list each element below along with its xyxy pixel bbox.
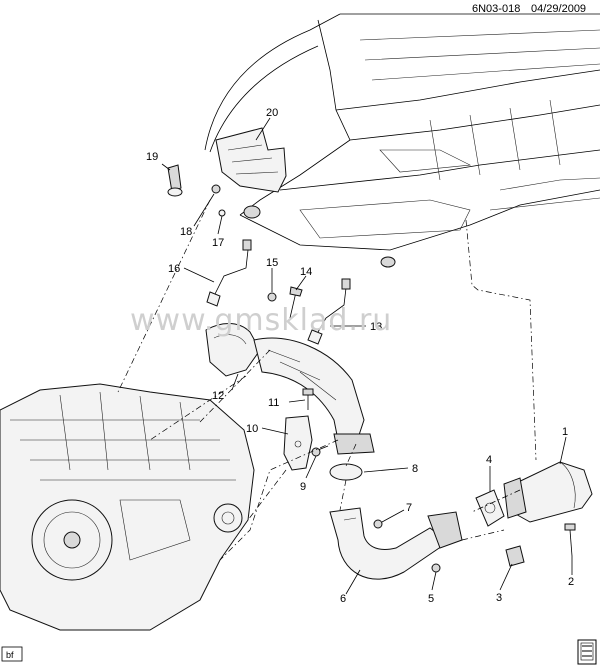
catalytic-converter-1 [503,461,593,523]
callout-4: 4 [486,454,492,466]
nut-15 [267,292,277,302]
bolt-19 [167,164,183,197]
callout-20: 20 [266,107,278,119]
callout-13: 13 [370,321,382,333]
callout-10: 10 [246,423,258,435]
callout-labels: 1 2 3 4 5 6 7 8 9 10 11 12 13 14 15 16 1… [146,107,574,605]
callout-12: 12 [212,390,224,402]
nut-18 [211,184,221,194]
callout-18: 18 [180,226,192,238]
callout-17: 17 [212,237,224,249]
reference-lines [117,199,537,561]
callout-11: 11 [268,397,279,409]
heat-shield [215,127,287,193]
diagram-date: 04/29/2009 [531,3,586,15]
callout-15: 15 [266,257,278,269]
leader-lines [161,117,573,595]
bolt-11 [302,388,314,410]
watermark: www.gmsklad.ru [130,303,392,338]
callout-8: 8 [412,463,418,475]
callout-1: 1 [562,426,568,438]
clip-17 [218,209,226,217]
seal-3 [505,545,525,567]
callout-14: 14 [300,266,312,278]
engine-assembly [0,383,255,631]
footer-tag: bf [1,646,23,662]
callout-19: 19 [146,151,158,163]
gasket-8 [329,463,363,481]
callout-9: 9 [300,481,306,493]
front-pipe-6 [329,507,463,580]
footer-tag-text: bf [6,650,14,660]
callout-2: 2 [568,576,574,588]
gasket-4 [475,489,505,527]
vehicle-underbody [204,13,600,268]
callout-5: 5 [428,593,434,605]
exhaust-manifold-12 [205,323,375,455]
callout-7: 7 [406,502,412,514]
callout-3: 3 [496,592,502,604]
bolt-7 [373,519,383,529]
diagram-code: 6N03-018 [472,3,520,15]
callout-6: 6 [340,593,346,605]
nut-5 [431,563,441,573]
oxygen-sensor-13 [307,278,351,345]
stud-14 [289,286,303,319]
callout-16: 16 [168,263,180,275]
bolt-9 [311,445,329,457]
bolt-2 [564,523,576,557]
book-icon [577,639,597,665]
bracket-10 [283,415,313,471]
oxygen-sensor-16 [206,239,252,307]
